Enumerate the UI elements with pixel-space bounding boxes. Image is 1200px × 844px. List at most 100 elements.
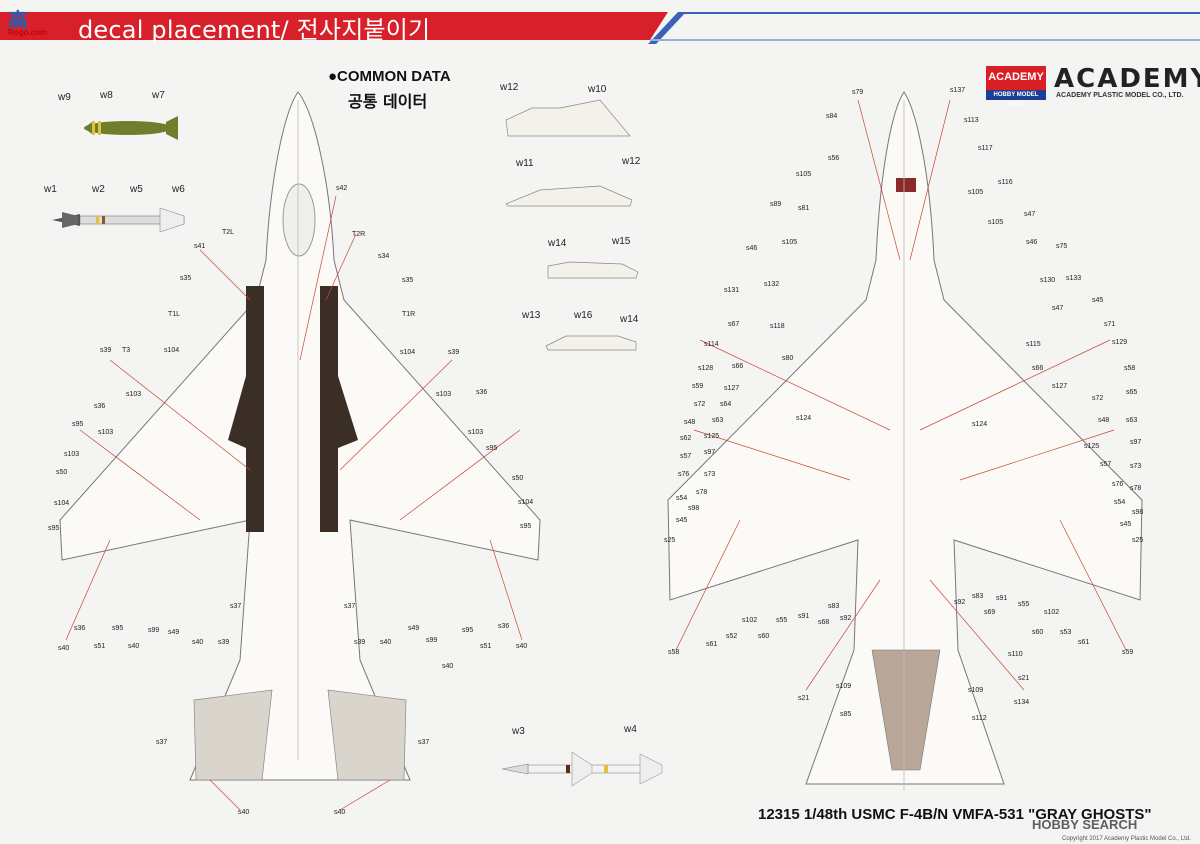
label-s72-b: s72 [1092,395,1103,402]
label-s103-e: s103 [64,451,79,458]
label-s104: s104 [164,347,179,354]
label-s40-b: s40 [128,643,139,650]
label-s36-c: s36 [74,625,85,632]
label-s71: s71 [1104,321,1115,328]
sidewinder-missile [52,207,185,233]
label-s85: s85 [840,711,851,718]
common-data-title: ●COMMON DATA [328,68,451,85]
label-w15: w15 [611,236,631,247]
label-s127: s127 [724,385,739,392]
label-s42: s42 [336,185,347,192]
copyright-notice: Copyright 2017 Academy Plastic Model Co.… [1062,836,1191,842]
label-s67: s67 [728,321,739,328]
label-s72: s72 [694,401,705,408]
label-s40-g: s40 [238,809,249,816]
label-s81: s81 [798,205,809,212]
label-s40-d: s40 [380,639,391,646]
label-s137: s137 [950,87,965,94]
label-s37: s37 [230,603,241,610]
label-s49: s49 [168,629,179,636]
label-s50-b: s50 [512,475,523,482]
label-s127-b: s127 [1052,383,1067,390]
label-w12-b: w12 [621,156,641,167]
label-s134: s134 [1014,699,1029,706]
label-s104-c: s104 [54,500,69,507]
leader-lines [65,99,1127,811]
label-s102: s102 [742,617,757,624]
label-w7: w7 [151,90,165,101]
label-s80: s80 [782,355,793,362]
label-s79: s79 [852,89,863,96]
label-s25-b: s25 [1132,537,1143,544]
label-s131: s131 [724,287,739,294]
label-s84: s84 [826,113,837,120]
label-s103-c: s103 [98,429,113,436]
label-w5: w5 [129,184,143,195]
label-s36: s36 [94,403,105,410]
label-s109: s109 [836,683,851,690]
label-s78: s78 [696,489,707,496]
label-s62: s62 [680,435,691,442]
label-s98: s98 [688,505,699,512]
label-s95-e: s95 [112,625,123,632]
label-s124: s124 [796,415,811,422]
label-s59-b: s59 [1122,649,1133,656]
label-t3: T3 [122,347,130,354]
label-w13: w13 [521,310,541,321]
label-s52: s52 [726,633,737,640]
label-s59: s59 [692,383,703,390]
label-s128: s128 [698,365,713,372]
label-s60: s60 [758,633,769,640]
label-s55: s55 [776,617,787,624]
label-s98-b: s98 [1132,509,1143,516]
label-s92: s92 [840,615,851,622]
label-s125: s125 [704,433,719,440]
label-s57-b: s57 [1100,461,1111,468]
site-logo-url: Rogo.com [8,28,48,37]
page-title: decal placement/ 전사지붙이기 [78,16,431,44]
label-s51-b: s51 [480,643,491,650]
label-s39-d: s39 [354,639,365,646]
label-s130: s130 [1040,277,1055,284]
label-s25: s25 [664,537,675,544]
label-s21-b: s21 [1018,675,1029,682]
label-s105: s105 [796,171,811,178]
label-s115: s115 [1026,341,1041,348]
label-w4: w4 [623,724,637,735]
label-s36-b: s36 [476,389,487,396]
label-s95: s95 [72,421,83,428]
label-s133: s133 [1066,275,1081,282]
label-s116: s116 [998,179,1013,186]
label-w6: w6 [171,184,185,195]
label-s45: s45 [1092,297,1103,304]
label-t1r: T1R [402,311,415,318]
label-s51: s51 [94,643,105,650]
label-s53: s53 [1060,629,1071,636]
label-s83: s83 [828,603,839,610]
label-s37-b: s37 [344,603,355,610]
label-s91: s91 [798,613,809,620]
label-w8: w8 [99,90,113,101]
label-s102-b: s102 [1044,609,1059,616]
label-s105-d: s105 [782,239,797,246]
label-s47: s47 [1024,211,1035,218]
label-s125-b: s125 [1084,443,1099,450]
label-s45-b: s45 [676,517,687,524]
label-s95-b: s95 [486,445,497,452]
bottom-view-labels: s79 s137 s84 s113 s117 s56 s105 s116 s10… [664,87,1143,722]
label-s45-c: s45 [1120,521,1131,528]
product-caption: 12315 1/48th USMC F-4B/N VMFA-531 "GRAY … [758,806,1152,823]
label-s39-c: s39 [218,639,229,646]
label-w9: w9 [57,92,71,103]
label-s41: s41 [194,243,205,250]
label-s65: s65 [1126,389,1137,396]
header-stripes [0,12,1200,44]
label-s76-b: s76 [1112,481,1123,488]
label-s103: s103 [126,391,141,398]
label-s37-c: s37 [156,739,167,746]
label-s34: s34 [378,253,389,260]
label-w12: w12 [499,82,519,93]
label-s105-c: s105 [988,219,1003,226]
label-s92-b: s92 [954,599,965,606]
